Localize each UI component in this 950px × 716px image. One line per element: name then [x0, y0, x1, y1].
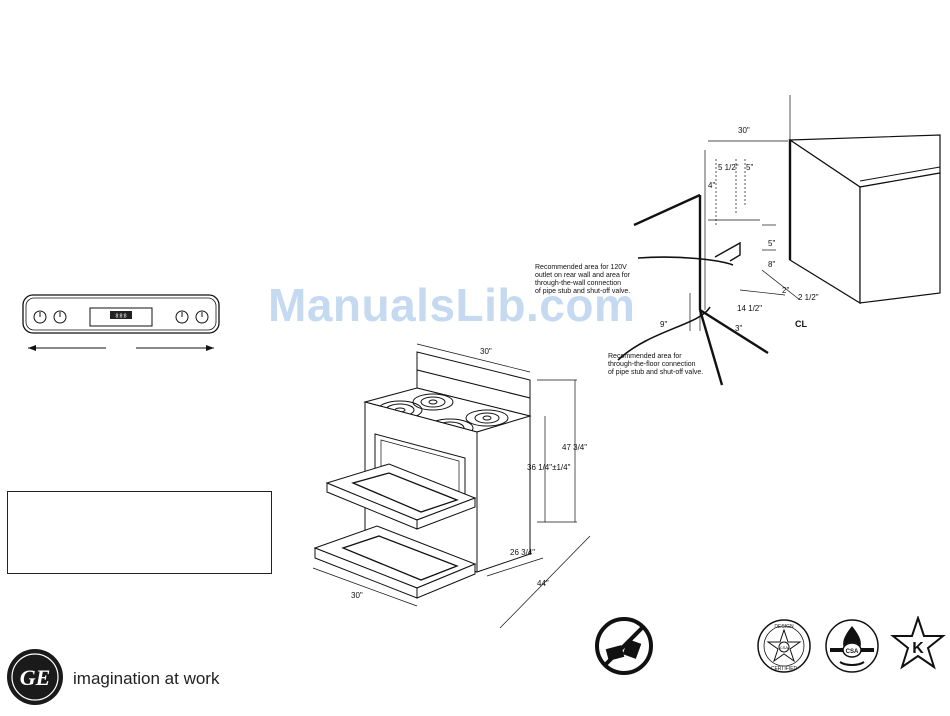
ge-logo-icon: GE: [7, 649, 63, 705]
anti-tip-warning-icon: [595, 617, 653, 675]
dim-height-cooktop: 36 1/4"±1/4": [527, 463, 571, 472]
seal-bottom-text: CERTIFIED: [771, 666, 798, 672]
ge-logo-text: GE: [20, 665, 51, 690]
wall-callout-2: outlet on rear wall and area for: [535, 272, 631, 279]
dim-bottom-width: 30": [351, 591, 363, 600]
dim-depth-body: 26 3/4": [510, 548, 535, 557]
csa-flame-seal-icon: CSA: [825, 619, 879, 673]
centerline-label: CL: [795, 319, 807, 329]
dim-depth-open: 44": [537, 579, 549, 588]
watermark: ManualsLib.com: [268, 279, 636, 331]
control-panel-drawing: 8:8:8: [22, 294, 220, 352]
seal-top-text: DESIGN: [774, 624, 794, 630]
dim-5: 5": [746, 163, 753, 172]
range-dimension-drawing: 30" 47 3/4" 36 1/4"±1/4" 26 3/4" 44" 30": [312, 343, 591, 629]
dim-height-total: 47 3/4": [562, 443, 587, 452]
dim-2: 2": [782, 286, 789, 295]
dim-width: 30": [738, 126, 750, 135]
floor-callout-2: through-the-floor connection: [608, 361, 696, 368]
design-certified-seal-icon: DESIGN CERTIFIED CSA: [757, 619, 811, 673]
wall-callout-4: of pipe stub and shut-off valve.: [535, 288, 630, 295]
installation-diagram: 30" 5 1/2" 5" 4" 5" 8" 2" 2 1/2" 14 1/2"…: [535, 95, 941, 386]
seal-center-text: CSA: [780, 645, 789, 650]
wall-callout-3: through-the-wall connection: [535, 280, 621, 287]
dim-14-1-2: 14 1/2": [737, 304, 762, 313]
dim-5-v: 5": [768, 239, 775, 248]
dim-4: 4": [708, 181, 715, 190]
dim-5-1-2: 5 1/2": [718, 163, 739, 172]
dim-2-1-2: 2 1/2": [798, 293, 819, 302]
dim-8: 8": [768, 260, 775, 269]
csa-text: CSA: [846, 649, 859, 655]
star-k-text: K: [912, 640, 924, 657]
floor-callout-1: Recommended area for: [608, 353, 682, 360]
wall-callout-1: Recommended area for 120V: [535, 264, 627, 271]
note-box: [7, 491, 272, 574]
floor-callout-3: of pipe stub and shut-off valve.: [608, 369, 703, 376]
display-readout: 8:8:8: [115, 314, 126, 320]
brand-tagline: imagination at work: [73, 669, 220, 688]
dim-3: 3": [735, 324, 742, 333]
dim-9: 9": [660, 320, 667, 329]
dim-top-width: 30": [480, 347, 492, 356]
star-k-icon: K: [890, 616, 946, 670]
